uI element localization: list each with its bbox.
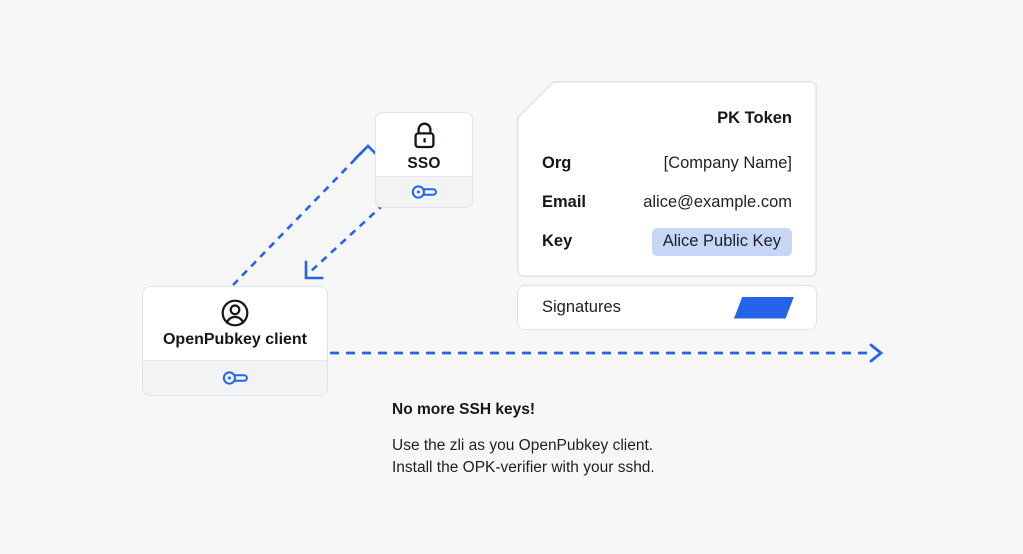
openpubkey-client-node[interactable]: OpenPubkey client <box>142 286 328 396</box>
pk-token-title: PK Token <box>717 109 792 127</box>
table-row: Key Alice Public Key <box>542 222 792 261</box>
key-icon <box>222 370 248 386</box>
pk-token-row-value: alice@example.com <box>643 193 792 211</box>
caption-line-1: Use the zli as you OpenPubkey client. <box>392 437 654 454</box>
pk-token-card: PK Token Org [Company Name] Email alice@… <box>517 81 817 277</box>
pk-token-card-outline <box>517 81 817 277</box>
sso-node-label: SSO <box>407 154 441 172</box>
user-circle-icon <box>221 299 249 327</box>
signature-badge-icon <box>734 296 794 319</box>
pk-token-public-key-chip: Alice Public Key <box>651 227 792 256</box>
lock-icon <box>411 121 438 151</box>
pk-token-row-value: [Company Name] <box>663 154 792 172</box>
caption-block: No more SSH keys! Use the zli as you Ope… <box>392 401 812 479</box>
pk-token-content: PK Token Org [Company Name] Email alice@… <box>517 81 817 277</box>
table-row: Email alice@example.com <box>542 183 792 222</box>
openpubkey-client-label: OpenPubkey client <box>162 330 308 348</box>
caption-line-2: Install the OPK-verifier with your sshd. <box>392 459 655 476</box>
caption-headline: No more SSH keys! <box>392 401 535 418</box>
key-icon <box>411 184 437 200</box>
sso-node[interactable]: SSO <box>375 112 473 208</box>
pk-token-row-key: Org <box>542 154 572 172</box>
sso-node-body: SSO <box>376 113 472 176</box>
client-to-sso-arrow <box>232 144 383 286</box>
client-to-right-arrow <box>330 343 884 363</box>
signatures-label: Signatures <box>542 298 621 316</box>
pk-token-row-key: Email <box>542 193 587 211</box>
pk-token-row-key: Key <box>542 232 573 250</box>
pk-token-rows: Org [Company Name] Email alice@example.c… <box>542 144 792 261</box>
openpubkey-client-body: OpenPubkey client <box>143 287 327 360</box>
sso-node-footer[interactable] <box>376 176 472 207</box>
table-row: Org [Company Name] <box>542 144 792 183</box>
signatures-card: Signatures <box>517 285 817 330</box>
openpubkey-client-footer[interactable] <box>143 360 327 395</box>
